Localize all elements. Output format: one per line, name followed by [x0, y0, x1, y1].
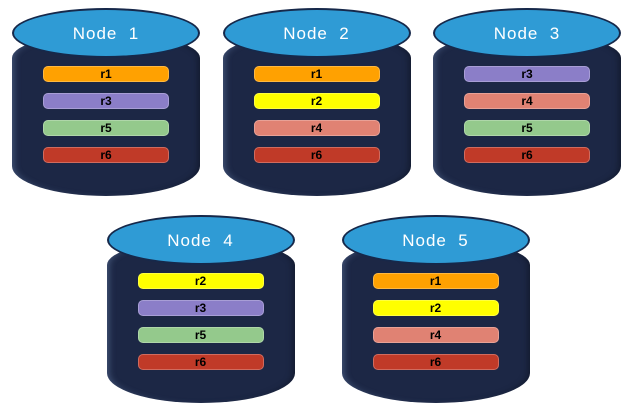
replica-bar-r4: r4	[464, 93, 590, 109]
db-node-body	[106, 240, 295, 403]
replica-label: r1	[429, 274, 442, 288]
replica-bar-r1: r1	[372, 273, 499, 289]
node-title: Node 5	[402, 231, 469, 250]
replica-bar-r6: r6	[43, 147, 169, 163]
replica-label: r5	[521, 121, 533, 135]
replica-bar-r1: r1	[43, 66, 169, 82]
db-node-top: Node 1	[12, 8, 200, 58]
node-row-bottom: Node 4 r2 r3 r5 r6 Node 5 r1 r2 r4 r6	[0, 215, 636, 403]
db-node-body	[433, 33, 621, 196]
replica-label: r4	[310, 121, 323, 135]
db-node-top: Node 2	[222, 8, 411, 58]
db-node-top: Node 5	[341, 215, 530, 265]
db-node: Node 4 r2 r3 r5 r6	[106, 215, 295, 403]
replica-label: r3	[521, 67, 533, 81]
replica-bar-r2: r2	[137, 273, 264, 289]
replica-label: r3	[194, 301, 207, 315]
replica-bar-r6: r6	[137, 354, 264, 370]
replica-label: r2	[429, 301, 442, 315]
db-node: Node 5 r1 r2 r4 r6	[341, 215, 530, 403]
replica-label: r6	[429, 355, 442, 369]
replica-bar-r2: r2	[372, 300, 499, 316]
replica-label: r5	[194, 328, 207, 342]
replica-bar-r3: r3	[43, 93, 169, 109]
replica-label: r6	[521, 148, 533, 162]
replica-bar-r6: r6	[372, 354, 499, 370]
replica-bar-r4: r4	[253, 120, 380, 136]
replica-label: r6	[194, 355, 207, 369]
replica-label: r6	[310, 148, 323, 162]
replica-list: r1 r2 r4 r6	[253, 66, 380, 163]
replica-bar-r6: r6	[464, 147, 590, 163]
replica-bar-r5: r5	[464, 120, 590, 136]
db-node: Node 2 r1 r2 r4 r6	[222, 8, 411, 196]
node-row-top: Node 1 r1 r3 r5 r6 Node 2 r1 r2 r4 r6 No…	[0, 0, 636, 196]
node-title: Node 1	[72, 24, 140, 43]
db-node-top: Node 4	[106, 215, 295, 265]
db-node-top: Node 3	[433, 8, 621, 58]
replica-label: r1	[310, 67, 323, 81]
replica-label: r4	[429, 328, 442, 342]
replica-list: r2 r3 r5 r6	[137, 273, 264, 370]
replica-bar-r3: r3	[464, 66, 590, 82]
db-node-body	[222, 33, 411, 196]
replica-bar-r1: r1	[253, 66, 380, 82]
replica-label: r2	[194, 274, 207, 288]
node-title: Node 2	[283, 24, 350, 43]
replica-bar-r6: r6	[253, 147, 380, 163]
replica-bar-r5: r5	[137, 327, 264, 343]
replica-label: r4	[521, 94, 533, 108]
db-node: Node 3 r3 r4 r5 r6	[433, 8, 621, 196]
replica-label: r5	[100, 121, 112, 135]
replica-label: r3	[100, 94, 112, 108]
replica-list: r1 r2 r4 r6	[372, 273, 499, 370]
replica-bar-r5: r5	[43, 120, 169, 136]
replica-list: r3 r4 r5 r6	[464, 66, 590, 163]
replica-bar-r4: r4	[372, 327, 499, 343]
db-node-body	[12, 33, 200, 196]
node-title: Node 3	[493, 24, 561, 43]
db-node: Node 1 r1 r3 r5 r6	[12, 8, 200, 196]
replica-label: r2	[310, 94, 323, 108]
node-title: Node 4	[167, 231, 234, 250]
replica-list: r1 r3 r5 r6	[43, 66, 169, 163]
replica-bar-r3: r3	[137, 300, 264, 316]
replica-label: r1	[100, 67, 112, 81]
replica-bar-r2: r2	[253, 93, 380, 109]
db-node-body	[341, 240, 530, 403]
replica-label: r6	[100, 148, 112, 162]
